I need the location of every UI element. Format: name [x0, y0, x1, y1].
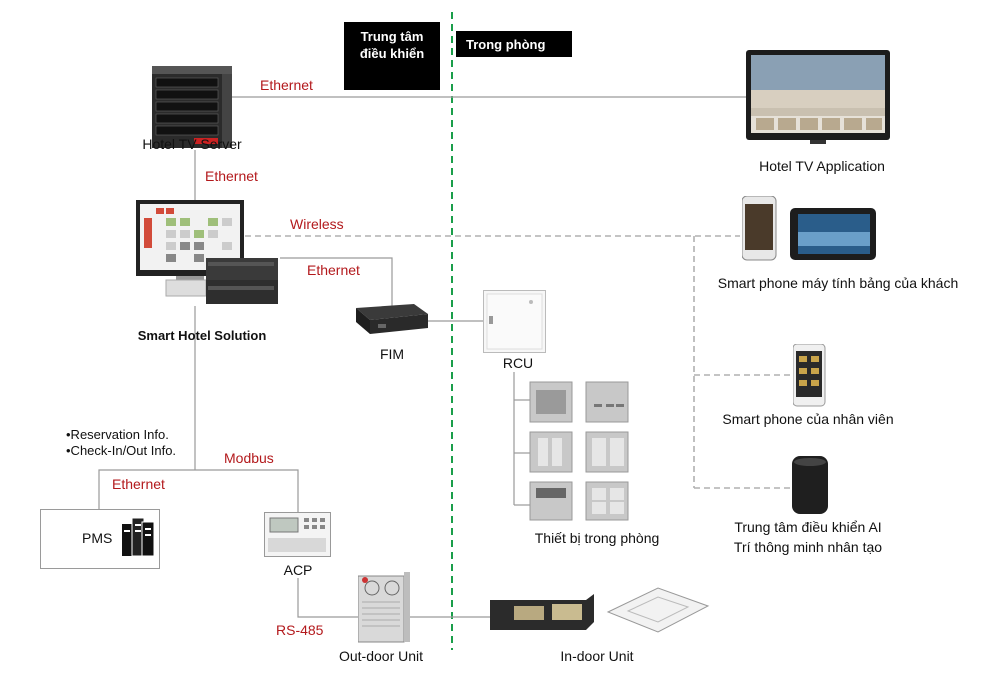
hotel-tv-app-label: Hotel TV Application	[759, 158, 885, 174]
smart-hotel-solution-label: Smart Hotel Solution	[137, 328, 267, 343]
smartphone-icon	[793, 344, 826, 407]
pms-note-reservation: •Reservation Info.	[66, 427, 169, 442]
outdoor-unit-label: Out-door Unit	[338, 648, 424, 664]
acp-label: ACP	[283, 562, 313, 578]
fim-label: FIM	[379, 346, 405, 362]
room-devices-label: Thiết bị trong phòng	[534, 530, 660, 546]
link-solution-fim-label: Ethernet	[307, 262, 360, 278]
link-wireless-label: Wireless	[290, 216, 344, 232]
rcu-label: RCU	[502, 355, 534, 371]
phone-tablet-icon	[742, 196, 876, 261]
fim-device-icon	[356, 304, 428, 334]
zone-control-center: Trung tâm điều khiển	[344, 22, 440, 90]
zone-in-room: Trong phòng	[456, 31, 572, 57]
link-pms-ethernet-label: Ethernet	[112, 476, 165, 492]
wall-switch-panel-icon	[529, 381, 629, 521]
ai-center-label-2: Trí thông minh nhân tạo	[733, 539, 883, 555]
indoor-unit-label: In-door Unit	[560, 648, 634, 664]
link-rs485-label: RS-485	[276, 622, 324, 638]
line-solution-fim	[280, 257, 393, 307]
acp-controller-icon	[264, 512, 331, 557]
ai-center-label-1: Trung tâm điều khiển AI	[734, 519, 882, 535]
indoor-unit-icon	[490, 587, 710, 633]
tv-icon	[746, 50, 890, 144]
guest-devices-label: Smart phone máy tính bảng của khách	[717, 275, 959, 291]
outdoor-unit-icon	[358, 572, 410, 643]
workstation-icon	[136, 200, 278, 304]
link-server-tv-label: Ethernet	[260, 77, 313, 93]
link-modbus-label: Modbus	[224, 450, 274, 466]
server-rack-icon	[152, 66, 232, 148]
hotel-tv-server-label: Hotel TV Server	[142, 136, 242, 152]
rcu-box-icon	[483, 290, 546, 353]
ai-speaker-icon	[792, 456, 828, 514]
pms-label: PMS	[82, 530, 113, 546]
pms-note-checkin: •Check-In/Out Info.	[66, 443, 177, 458]
link-server-solution-label: Ethernet	[205, 168, 258, 184]
server-towers-icon	[122, 518, 154, 557]
staff-phone-label: Smart phone của nhân viên	[722, 411, 894, 427]
line-acp-outdoor	[297, 578, 368, 618]
